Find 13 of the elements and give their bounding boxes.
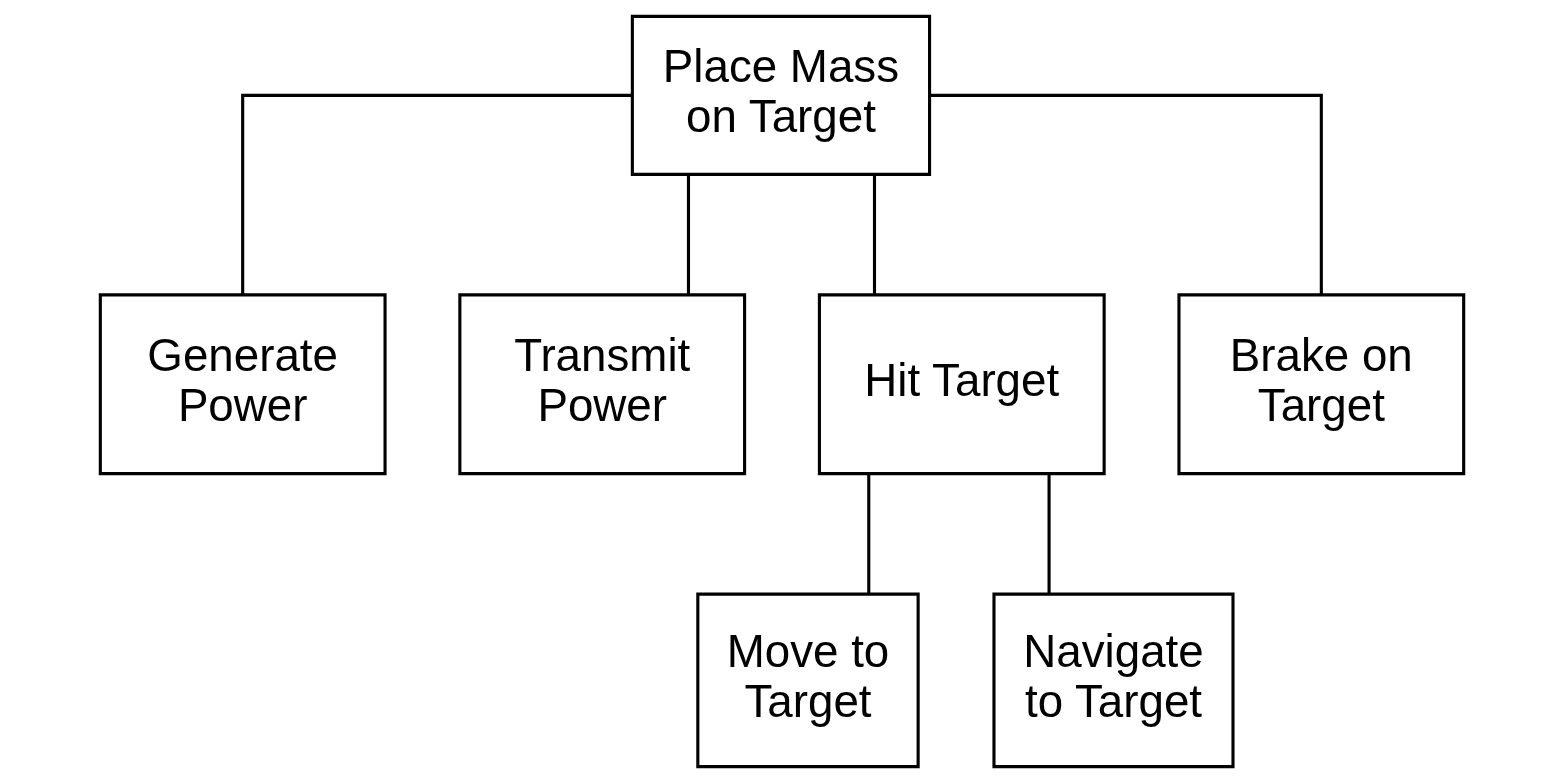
node-box: Hit Target xyxy=(817,293,1106,476)
node-box: Navigate to Target xyxy=(992,592,1235,769)
connector xyxy=(241,93,632,295)
connector xyxy=(930,93,1323,295)
connector xyxy=(1047,473,1051,595)
connector xyxy=(867,473,871,595)
node-box: Transmit Power xyxy=(458,293,747,476)
node-box: Place Mass on Target xyxy=(630,14,932,176)
node-box: Generate Power xyxy=(98,293,387,476)
node-box: Move to Target xyxy=(696,592,920,769)
connector xyxy=(872,175,877,295)
node-box: Brake on Target xyxy=(1177,293,1466,476)
connector xyxy=(686,175,691,295)
